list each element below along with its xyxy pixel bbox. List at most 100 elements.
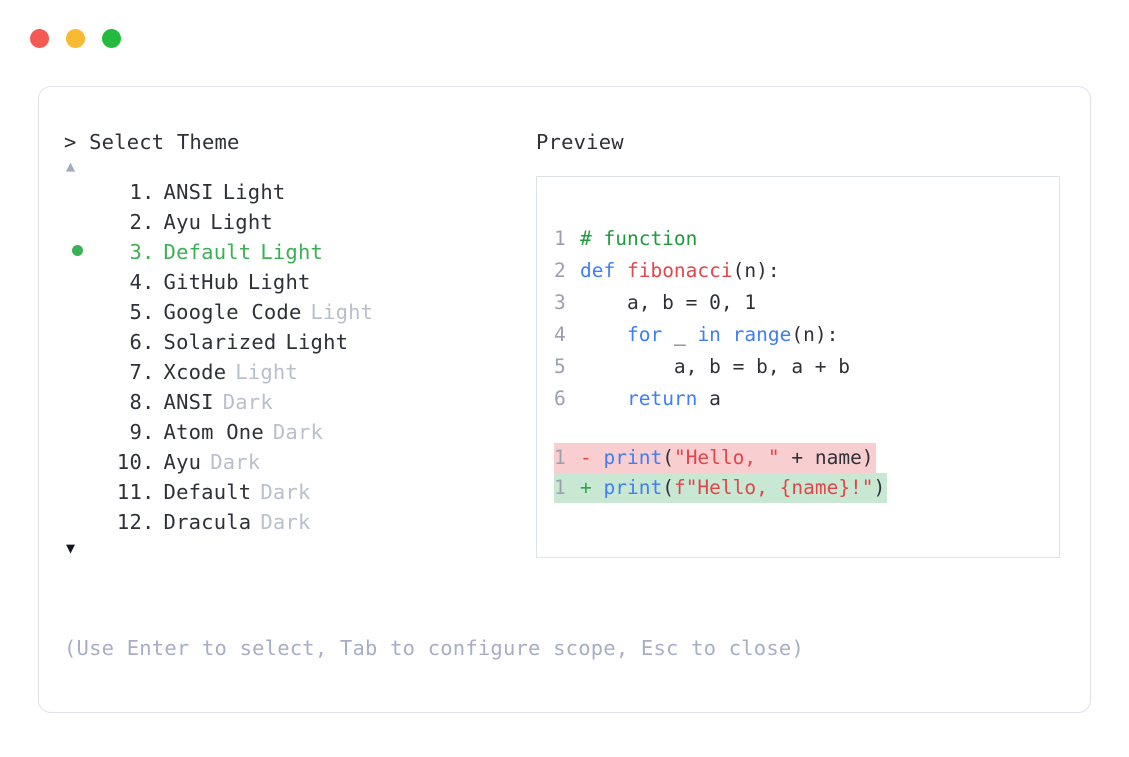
- code-token: [580, 323, 627, 346]
- theme-item-name: Atom One: [163, 420, 264, 444]
- theme-item-index: 11: [116, 480, 142, 504]
- theme-item-variant: Dark: [260, 510, 311, 534]
- code-token: (: [662, 476, 674, 499]
- theme-item-variant: Light: [285, 330, 349, 354]
- diff-line-content: + print(f"Hello, {name}!"): [580, 473, 888, 503]
- diff-spacer: [592, 446, 604, 469]
- theme-item-variant: Dark: [210, 450, 261, 474]
- theme-item-index: 12: [116, 510, 142, 534]
- selected-bullet-icon: [64, 237, 98, 267]
- window-titlebar: [30, 29, 121, 48]
- theme-list-item[interactable]: 5. Google Code Light: [64, 297, 524, 327]
- theme-item-name: Xcode: [163, 360, 227, 384]
- theme-item-period: .: [142, 330, 155, 354]
- theme-item-period: .: [142, 510, 155, 534]
- minimize-window-button[interactable]: [66, 29, 85, 48]
- theme-item-name: Google Code: [163, 300, 302, 324]
- code-token: print: [603, 476, 663, 499]
- theme-item-period: .: [142, 300, 155, 324]
- code-token: "Hello, ": [673, 446, 780, 469]
- code-token: ): [873, 476, 886, 499]
- theme-item-period: .: [142, 390, 155, 414]
- theme-item-name: ANSI: [163, 180, 214, 204]
- diff-block: 1- print("Hello, " + name)1+ print(f"Hel…: [554, 443, 1053, 503]
- diff-line-number: 1: [554, 443, 580, 473]
- theme-item-name: Ayu: [163, 450, 202, 474]
- diff-line-del: 1- print("Hello, " + name): [554, 443, 1053, 473]
- code-token: a, b = b, a + b: [580, 355, 851, 378]
- theme-item-name: Ayu: [163, 210, 202, 234]
- diff-sign: -: [580, 446, 592, 469]
- theme-item-index: 4: [129, 270, 142, 294]
- code-line-number: 6: [554, 387, 566, 410]
- theme-item-period: .: [142, 450, 155, 474]
- code-line: 3 a, b = 0, 1: [554, 287, 1053, 319]
- code-token: (: [662, 446, 674, 469]
- code-line-content: return a: [580, 383, 721, 415]
- theme-item-name: Solarized: [163, 330, 277, 354]
- theme-list-item[interactable]: 1. ANSI Light: [64, 177, 524, 207]
- code-token: f"Hello, {name}!": [673, 476, 874, 499]
- code-line-number: 2: [554, 259, 566, 282]
- theme-item-period: .: [142, 360, 155, 384]
- scroll-up-arrow-icon[interactable]: ▲: [66, 157, 76, 175]
- code-line-content: for _ in range(n):: [580, 319, 838, 351]
- preview-label: Preview: [536, 130, 624, 154]
- theme-item-period: .: [142, 180, 155, 204]
- code-line: 4 for _ in range(n):: [554, 319, 1053, 351]
- theme-item-variant: Light: [235, 360, 298, 384]
- code-token: a, b = 0, 1: [580, 291, 757, 314]
- theme-item-variant: Dark: [272, 420, 324, 444]
- bullet-dot: [72, 244, 83, 256]
- theme-item-index: 9: [129, 420, 142, 444]
- code-token: a: [697, 387, 721, 410]
- code-token: (n):: [732, 259, 780, 282]
- theme-item-name: Default: [163, 480, 252, 504]
- maximize-window-button[interactable]: [102, 29, 121, 48]
- theme-item-index: 5: [129, 300, 142, 324]
- theme-list-item[interactable]: 7. Xcode Light: [64, 357, 524, 387]
- theme-item-variant: Light: [210, 210, 273, 234]
- theme-item-variant: Dark: [222, 390, 273, 414]
- theme-item-period: .: [142, 210, 155, 234]
- theme-item-name: Default: [163, 240, 252, 264]
- code-line-content: a, b = b, a + b: [580, 351, 850, 383]
- theme-item-variant: Light: [222, 180, 286, 204]
- code-token: [721, 323, 733, 346]
- theme-item-variant: Light: [310, 300, 374, 324]
- theme-item-index: 1: [129, 180, 142, 204]
- code-token: _: [662, 323, 698, 346]
- code-token: return: [626, 387, 698, 410]
- code-token: + name): [779, 446, 874, 469]
- code-token: for: [626, 323, 663, 346]
- select-theme-prompt: > Select Theme: [64, 130, 240, 154]
- code-line-number: 4: [554, 323, 566, 346]
- code-token: (n):: [791, 323, 839, 346]
- code-line-content: a, b = 0, 1: [580, 287, 756, 319]
- close-window-button[interactable]: [30, 29, 49, 48]
- theme-list-item[interactable]: 10. Ayu Dark: [64, 447, 524, 477]
- theme-item-variant: Dark: [260, 480, 311, 504]
- theme-item-name: GitHub: [163, 270, 239, 294]
- theme-item-period: .: [142, 240, 155, 264]
- code-token: in: [697, 323, 721, 346]
- code-token: fibonacci: [626, 259, 733, 282]
- theme-item-index: 7: [129, 360, 142, 384]
- scroll-down-arrow-icon[interactable]: ▼: [66, 539, 76, 557]
- theme-item-index: 10: [116, 450, 142, 474]
